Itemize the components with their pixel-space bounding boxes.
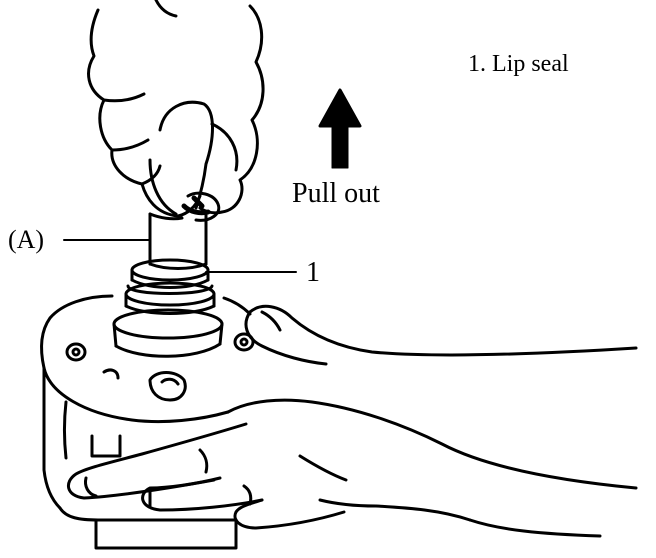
seal-housing [112, 281, 224, 358]
lip-seal [130, 258, 210, 289]
compressor-head [40, 294, 255, 550]
pull-out-arrow [318, 88, 362, 169]
upper-hand [87, 0, 265, 222]
pull-out-label: Pull out [292, 178, 380, 209]
tool-a-label: (A) [8, 225, 45, 254]
lower-hand [67, 304, 638, 538]
legend-lip-seal: 1. Lip seal [468, 51, 569, 77]
part-number-label: 1 [306, 257, 320, 288]
